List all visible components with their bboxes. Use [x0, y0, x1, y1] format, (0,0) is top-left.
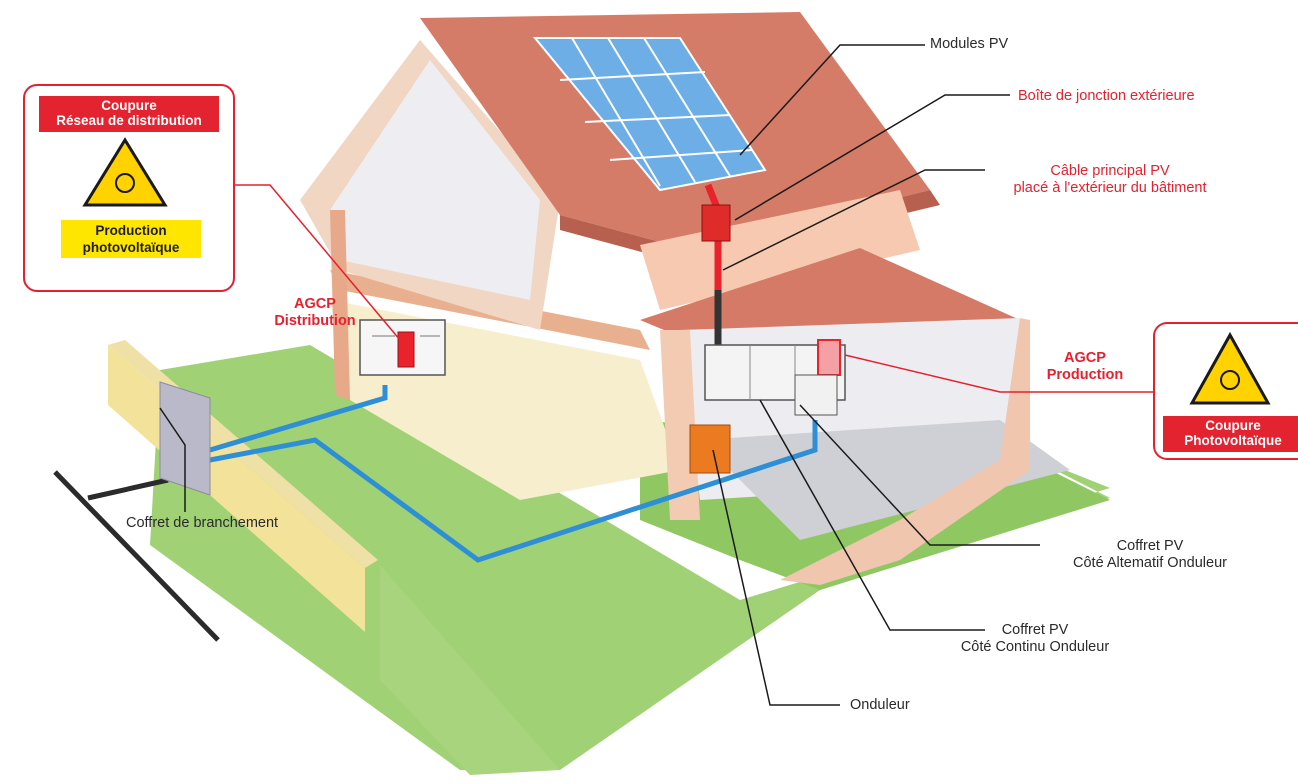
callout-header-line2: Réseau de distribution — [56, 113, 202, 128]
callout-header: Coupure Photovoltaïque — [1163, 416, 1298, 452]
label-agcp-dist-line2: Distribution — [274, 313, 356, 329]
callout-header: Coupure Réseau de distribution — [39, 96, 219, 132]
agcp-distribution-panel — [359, 319, 446, 376]
inverter-box — [689, 424, 731, 474]
label-coffret-alt-line2: Côté Altematif Onduleur — [1073, 555, 1227, 571]
callout-coupure-photovoltaique: Coupure Photovoltaïque — [1153, 322, 1298, 460]
cable-blue-main — [209, 420, 818, 563]
left-wall-edge — [330, 210, 350, 400]
right-room-floor — [700, 420, 1070, 540]
callout-production-line2: photovoltaïque — [82, 240, 180, 255]
leader-lines — [159, 44, 1040, 706]
label-onduleur: Onduleur — [850, 697, 910, 713]
right-wall-front — [780, 318, 1030, 585]
label-agcp-prod-line1: AGCP — [1064, 350, 1106, 366]
grid-pole — [53, 470, 220, 642]
callout-header-line1: Coupure — [1205, 418, 1261, 433]
label-modules-pv: Modules PV — [930, 36, 1009, 52]
warning-triangle-icon — [1189, 331, 1271, 405]
coffret-pv-panel — [704, 339, 846, 416]
pv-module-array — [532, 37, 767, 192]
cable-blue-grid — [209, 385, 388, 453]
label-coffret-continu: Coffret PV Côté Continu Onduleur — [925, 622, 1145, 656]
junction-box — [701, 204, 731, 242]
warning-triangle-icon — [82, 137, 168, 207]
lawn-front — [380, 565, 560, 775]
label-boite-jonction: Boîte de jonction extérieure — [1018, 88, 1195, 104]
callout-header-line2: Photovoltaïque — [1184, 433, 1282, 448]
label-coffret-alternatif: Coffret PV Côté Altematif Onduleur — [1040, 538, 1260, 572]
right-upper-wall — [640, 190, 920, 310]
label-cable-principal: Câble principal PV placé à l'extérieur d… — [975, 163, 1245, 197]
red-leader-lines — [235, 184, 1155, 393]
label-cable-line2: placé à l'extérieur du bâtiment — [1013, 180, 1207, 196]
callout-header-line1: Coupure — [101, 98, 157, 113]
grid-branch — [87, 477, 169, 501]
left-gable-inner — [330, 60, 540, 300]
callout-coupure-reseau: Coupure Réseau de distribution Productio… — [23, 84, 235, 292]
label-coffret-cont-line1: Coffret PV — [1001, 622, 1069, 638]
label-cable-line1: Câble principal PV — [1050, 163, 1170, 179]
label-agcp-production: AGCP Production — [1035, 350, 1135, 384]
label-agcp-prod-line2: Production — [1046, 367, 1124, 383]
callout-production-line1: Production — [95, 223, 167, 238]
label-agcp-dist-line1: AGCP — [294, 296, 336, 312]
label-coffret-cont-line2: Côté Continu Onduleur — [960, 639, 1110, 655]
label-coffret-alt-line1: Coffret PV — [1116, 538, 1184, 554]
callout-production-badge: Production photovoltaïque — [61, 220, 201, 258]
label-agcp-distribution: AGCP Distribution — [270, 296, 360, 330]
coffret-branchement-box — [159, 381, 211, 496]
label-coffret-branchement: Coffret de branchement — [126, 515, 279, 531]
